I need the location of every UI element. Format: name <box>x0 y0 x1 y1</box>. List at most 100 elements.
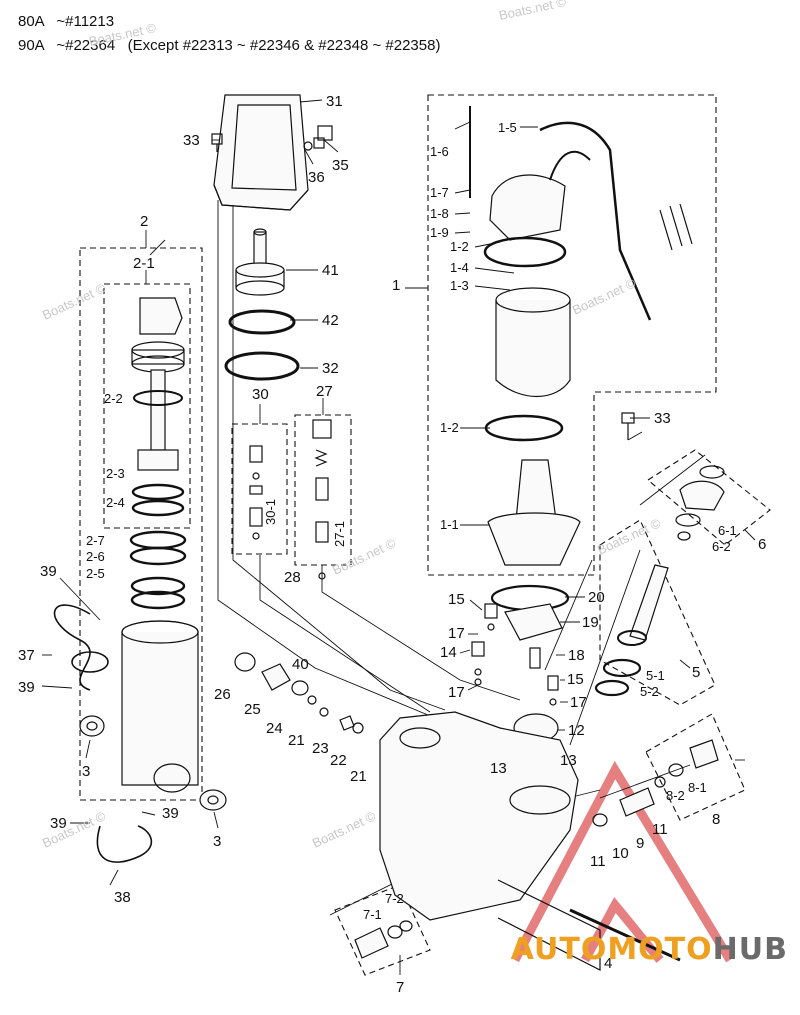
callout-39-body: 39 <box>162 805 179 822</box>
callout-11-left: 11 <box>590 853 606 870</box>
valve-group-7 <box>354 920 413 959</box>
callout-6-2: 6-2 <box>712 539 731 554</box>
watermark: Boats.net © <box>88 20 158 49</box>
seal-rings-2-series <box>129 483 187 610</box>
callout-1: 1 <box>392 277 400 294</box>
box-7 <box>334 884 431 976</box>
bushings-3 <box>79 715 227 811</box>
callout-7: 7 <box>396 979 404 996</box>
callout-27: 27 <box>316 383 333 400</box>
pin-4 <box>569 908 681 962</box>
callout-15-left: 15 <box>448 591 465 608</box>
callout-2-2: 2-2 <box>104 391 123 406</box>
callout-38: 38 <box>114 889 131 906</box>
brand-text-hub: HUB <box>712 932 788 967</box>
callout-1-3: 1-3 <box>450 278 469 293</box>
cylinder-body-2 <box>121 620 199 793</box>
callout-2-5: 2-5 <box>86 566 105 581</box>
callout-2-6: 2-6 <box>86 549 105 564</box>
callout-2-7: 2-7 <box>86 533 105 548</box>
callout-37: 37 <box>18 647 35 664</box>
callout-28: 28 <box>284 569 301 586</box>
o-ring-36 <box>303 141 313 151</box>
watermark: Boats.net © <box>498 0 568 23</box>
callout-1-2-bottom: 1-2 <box>440 420 459 435</box>
cylinder-assembly-2-1 <box>131 297 185 471</box>
callout-1-1: 1-1 <box>440 517 459 532</box>
plug-35 <box>313 125 333 149</box>
callout-2-3: 2-3 <box>106 466 125 481</box>
hose-38 <box>96 825 153 863</box>
callout-2-1: 2-1 <box>133 255 155 272</box>
callout-42: 42 <box>322 312 339 329</box>
callout-20: 20 <box>588 589 605 606</box>
callout-21-left: 21 <box>288 732 305 749</box>
callout-1-4: 1-4 <box>450 260 469 275</box>
callout-39-top: 39 <box>40 563 57 580</box>
manifold-body <box>379 711 601 971</box>
callout-2: 2 <box>140 213 148 230</box>
box-8 <box>645 713 746 821</box>
callout-15-right: 15 <box>567 671 584 688</box>
brand-text-automoto: AUTOMOTO <box>510 932 713 967</box>
callout-1-5: 1-5 <box>498 120 517 135</box>
callout-17-top: 17 <box>448 625 465 642</box>
bolt-33-right <box>621 412 635 440</box>
motor-assembly-1 <box>469 106 693 566</box>
box-1 <box>427 94 717 576</box>
callout-35: 35 <box>332 157 349 174</box>
header-line-1: 80A ~#11213 <box>18 13 115 30</box>
callout-2-4: 2-4 <box>106 495 125 510</box>
callout-18: 18 <box>568 647 585 664</box>
valve-27 <box>312 419 332 580</box>
callout-39-mid: 39 <box>18 679 35 696</box>
diagram-header: 80A ~#11213 90A ~#22364 (Except #22313 ~… <box>18 10 440 58</box>
callout-8-2: 8-2 <box>666 788 685 803</box>
valve-30 <box>249 445 263 540</box>
callout-3-right: 3 <box>213 833 221 850</box>
callout-1-6: 1-6 <box>430 144 449 159</box>
bolt-33-top <box>211 133 223 152</box>
brand-logo: AUTOMOTOHUB <box>511 932 788 967</box>
callout-3-left: 3 <box>82 763 90 780</box>
watermark: Boats.net © <box>40 280 108 323</box>
callout-31: 31 <box>326 93 343 110</box>
callout-13-right: 13 <box>560 752 577 769</box>
callout-6-1: 6-1 <box>718 523 737 538</box>
callout-21-right: 21 <box>350 768 367 785</box>
box-2-1 <box>103 283 191 529</box>
box-2 <box>79 247 203 801</box>
callout-17-left: 17 <box>448 684 465 701</box>
assembly-lines <box>149 195 706 916</box>
callout-10: 10 <box>612 845 629 862</box>
group-boxes <box>79 94 771 976</box>
reservoir-cap-31 <box>213 94 309 211</box>
hose-37 <box>53 604 109 691</box>
callout-36: 36 <box>308 169 325 186</box>
callout-23: 23 <box>312 740 329 757</box>
callout-4: 4 <box>604 955 612 972</box>
watermark: Boats.net © <box>570 275 638 318</box>
box-27 <box>294 414 352 566</box>
callout-7-1: 7-1 <box>363 907 382 922</box>
piston-41 <box>235 228 285 296</box>
watermark: Boats.net © <box>595 515 663 558</box>
callout-13-left: 13 <box>490 760 507 777</box>
callout-1-8: 1-8 <box>430 206 449 221</box>
callout-30-1: 30-1 <box>263 499 278 525</box>
callout-1-2-top: 1-2 <box>450 239 469 254</box>
callout-1-9: 1-9 <box>430 225 449 240</box>
callout-33-top: 33 <box>183 132 200 149</box>
o-ring-32 <box>224 351 300 381</box>
callout-30: 30 <box>252 386 269 403</box>
watermark: Boats.net © <box>310 808 378 851</box>
callout-labels: 2 2-1 2-2 2-3 2-4 2-7 2-6 2-5 31 33 36 3… <box>18 93 766 996</box>
callout-8-1: 8-1 <box>688 780 707 795</box>
callout-12: 12 <box>568 722 585 739</box>
callout-1-7: 1-7 <box>430 185 449 200</box>
valve-group-8-9-10-11 <box>592 739 719 827</box>
callout-11-right: 11 <box>652 821 668 838</box>
callout-24: 24 <box>266 720 283 737</box>
callout-32: 32 <box>322 360 339 377</box>
